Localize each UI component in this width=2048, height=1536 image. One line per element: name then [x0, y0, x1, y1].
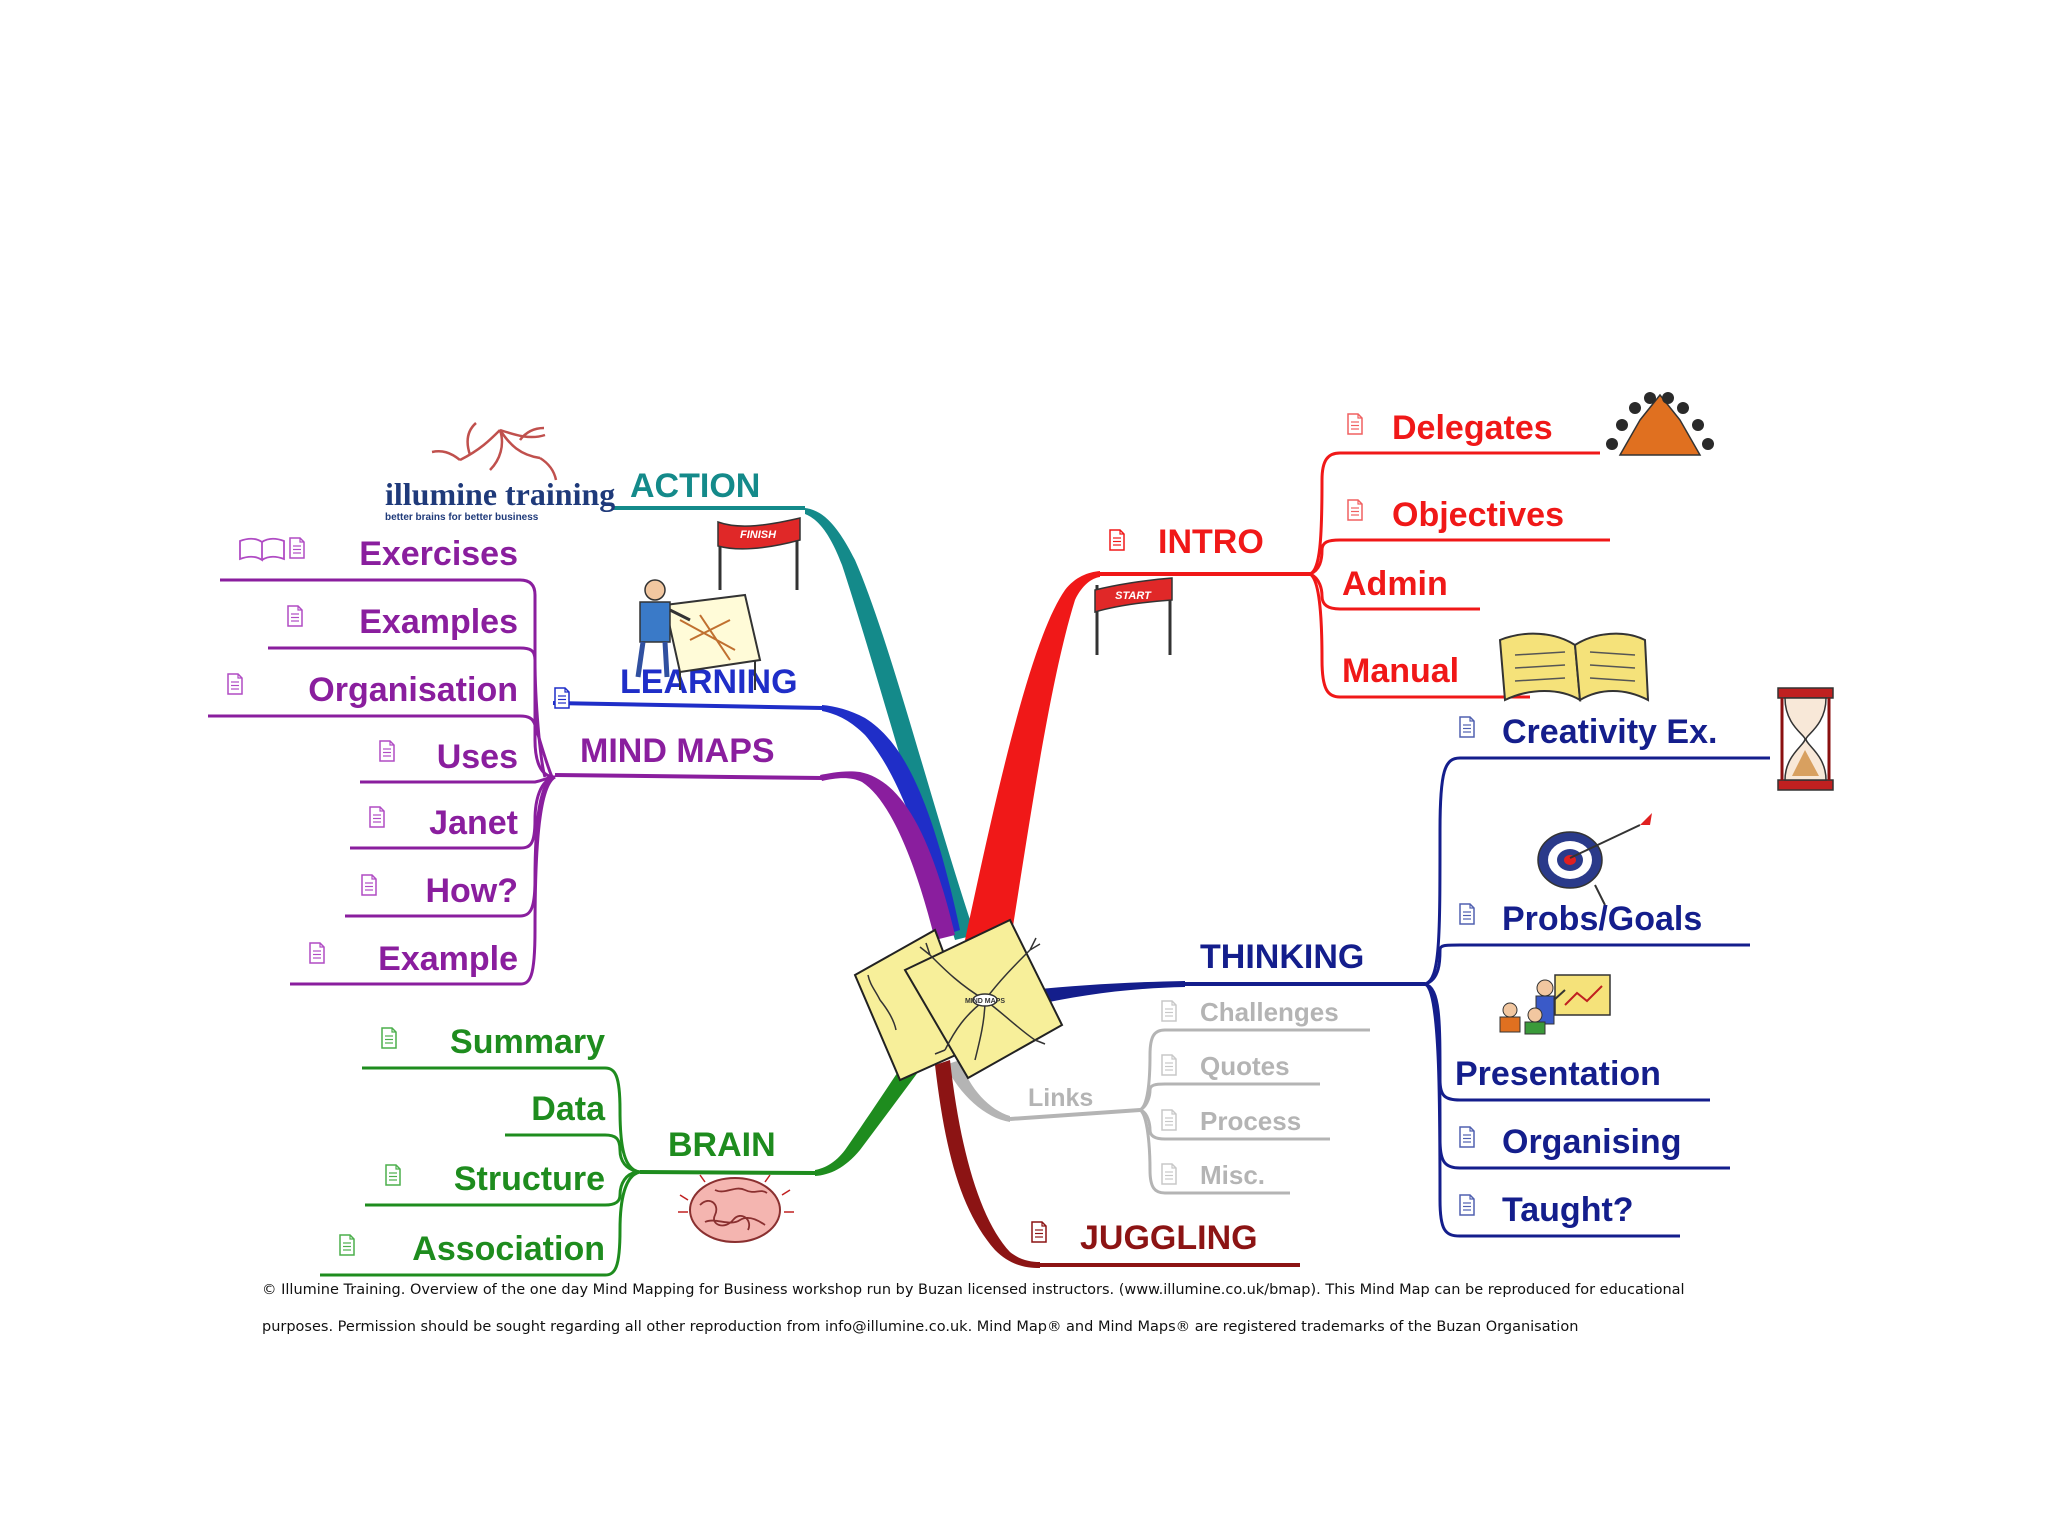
branch-label-action: ACTION	[630, 467, 760, 505]
how-doc-icon	[361, 874, 377, 896]
creativity-doc-icon	[1459, 716, 1475, 738]
intro-item-admin: Admin	[1342, 565, 1448, 603]
brain-connectors	[320, 1066, 641, 1277]
objectives-doc-icon	[1347, 499, 1363, 521]
brain-item-association: Association	[412, 1230, 605, 1268]
thinking-item-organising: Organising	[1502, 1123, 1681, 1161]
links-item-misc: Misc.	[1200, 1160, 1265, 1190]
organisation-doc-icon	[227, 673, 243, 695]
links-item-quotes: Quotes	[1200, 1051, 1290, 1081]
mind-maps-item-how: How?	[425, 872, 518, 910]
example-doc-icon	[309, 942, 325, 964]
juggling-doc-icon	[1031, 1221, 1047, 1243]
branch-label-intro: INTRO	[1158, 523, 1264, 561]
branch-label-thinking: THINKING	[1200, 938, 1364, 976]
brain-icon	[678, 1174, 794, 1243]
branch-label-learning: LEARNING	[620, 663, 798, 701]
mind-maps-item-janet: Janet	[429, 804, 518, 842]
probs-goals-doc-icon	[1459, 903, 1475, 925]
delegates-doc-icon	[1347, 413, 1363, 435]
intro-connectors	[1308, 451, 1610, 699]
book-icon	[239, 537, 285, 562]
logo-tagline: better brains for better business	[385, 512, 539, 523]
branch-label-juggling: JUGGLING	[1080, 1219, 1258, 1257]
thinking-item-presentation: Presentation	[1455, 1055, 1661, 1093]
links-connectors	[1138, 1028, 1370, 1195]
start-sign-icon: START	[1094, 577, 1173, 655]
mind-maps-connectors	[208, 578, 556, 986]
mind-maps-item-exercises: Exercises	[359, 535, 518, 573]
delegates-group-icon	[1606, 392, 1714, 456]
uses-doc-icon	[379, 740, 395, 762]
thinking-connectors	[1424, 756, 1770, 1238]
central-label: MIND MAPS	[965, 998, 1005, 1005]
exercises-doc-icon	[289, 537, 305, 559]
links-item-process: Process	[1200, 1106, 1301, 1136]
branch-thinking	[1030, 981, 1425, 1005]
challenges-doc-icon	[1161, 1000, 1177, 1022]
branch-label-mind-maps: MIND MAPS	[580, 732, 775, 770]
branch-label-links: Links	[1028, 1084, 1093, 1112]
brain-item-data: Data	[531, 1090, 606, 1128]
mind-maps-item-examples: Examples	[359, 603, 518, 641]
branch-mind-maps	[554, 771, 955, 940]
organising-doc-icon	[1459, 1126, 1475, 1148]
branch-juggling	[935, 1060, 1300, 1268]
branch-links	[945, 1060, 1141, 1122]
mind-maps-item-uses: Uses	[437, 738, 518, 776]
process-doc-icon	[1161, 1109, 1177, 1131]
illumine-logo: illumine training better brains for bett…	[385, 422, 615, 523]
start-sign-text: START	[1115, 590, 1152, 602]
summary-doc-icon	[381, 1027, 397, 1049]
intro-doc-icon	[1109, 529, 1125, 551]
intro-item-objectives: Objectives	[1392, 496, 1564, 534]
presentation-icon	[1499, 974, 1611, 1035]
thinking-item-taught: Taught?	[1502, 1191, 1634, 1229]
examples-doc-icon	[287, 605, 303, 627]
branch-intro	[965, 571, 1310, 945]
quotes-doc-icon	[1161, 1054, 1177, 1076]
brain-item-summary: Summary	[450, 1023, 605, 1061]
mind-maps-item-example: Example	[378, 940, 518, 978]
manual-book-icon	[1498, 632, 1650, 702]
footer-line-1: © Illumine Training. Overview of the one…	[262, 1282, 1685, 1298]
branch-label-brain: BRAIN	[668, 1126, 776, 1164]
finish-sign-icon: FINISH	[717, 517, 801, 590]
logo-name: illumine training	[385, 476, 615, 512]
hourglass-icon	[1777, 687, 1834, 791]
thinking-item-creativity: Creativity Ex.	[1502, 713, 1717, 751]
intro-item-manual: Manual	[1342, 652, 1459, 690]
target-icon	[1537, 813, 1652, 906]
intro-item-delegates: Delegates	[1392, 409, 1553, 447]
finish-sign-text: FINISH	[740, 529, 777, 541]
janet-doc-icon	[369, 806, 385, 828]
footer-line-2: purposes. Permission should be sought re…	[262, 1319, 1578, 1335]
misc-doc-icon	[1161, 1163, 1177, 1185]
learner-at-board-icon	[635, 579, 762, 690]
mind-maps-item-organisation: Organisation	[308, 671, 518, 709]
structure-doc-icon	[385, 1164, 401, 1186]
thinking-item-probs-goals: Probs/Goals	[1502, 900, 1702, 938]
brain-item-structure: Structure	[454, 1160, 605, 1198]
association-doc-icon	[339, 1234, 355, 1256]
central-image: MIND MAPS	[853, 918, 1064, 1082]
taught-doc-icon	[1459, 1194, 1475, 1216]
learning-doc-icon	[554, 687, 570, 709]
links-item-challenges: Challenges	[1200, 997, 1339, 1027]
